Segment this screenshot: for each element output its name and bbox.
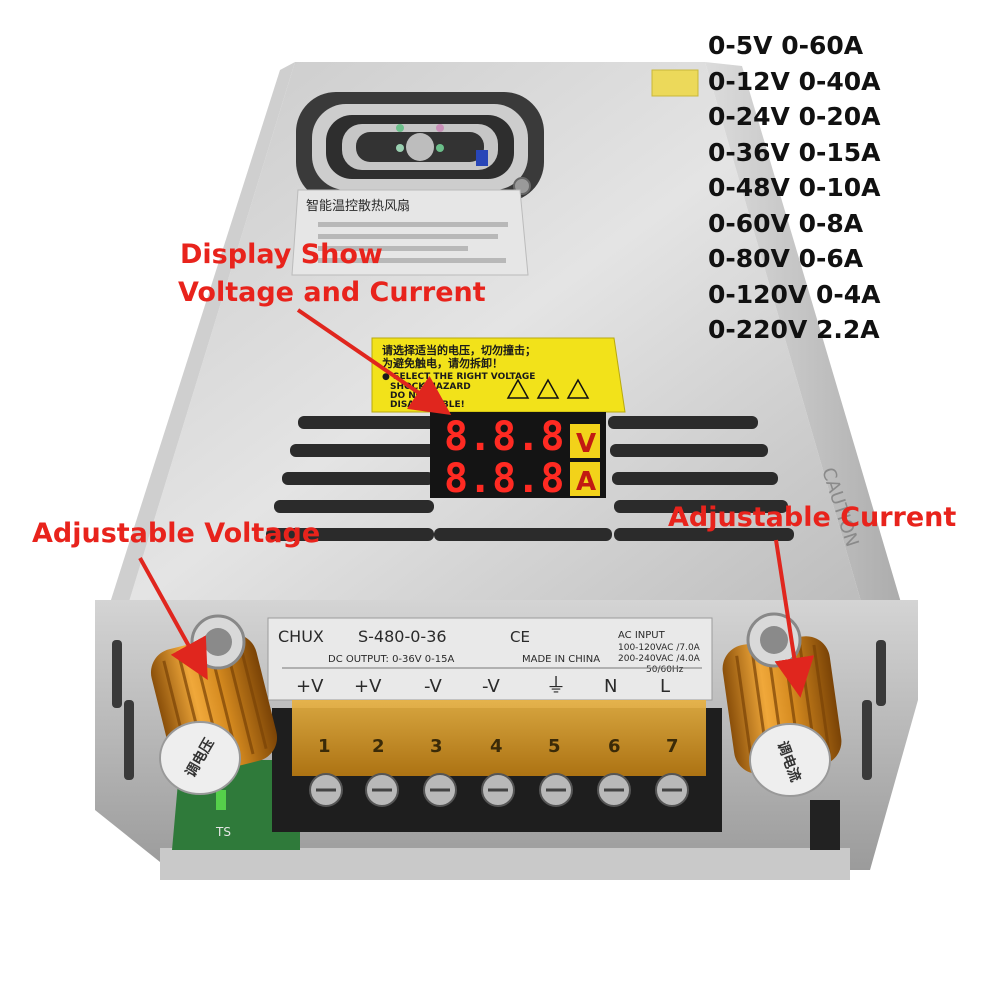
terminal-number: 5: [548, 736, 561, 757]
spec-list: 0-5V 0-60A 0-12V 0-40A 0-24V 0-20A 0-36V…: [708, 28, 881, 348]
ce-mark: CE: [510, 628, 530, 646]
dc-output-label: DC OUTPUT: 0-36V 0-15A: [328, 654, 454, 665]
spec-item: 0-48V 0-10A: [708, 173, 881, 202]
ac-line2: 200-240VAC /4.0A: [618, 654, 701, 664]
terminal-symbols: +V +V -V -V ⏚ N L: [296, 673, 670, 697]
terminal-cover: [292, 700, 706, 776]
voltage-current-display: 8.8.8. 8.8.8. V A: [430, 412, 606, 502]
current-readout: 8.8.8.: [444, 456, 589, 502]
right-side-panel: [705, 62, 918, 660]
spec-item: 0-24V 0-20A: [708, 102, 881, 131]
adjustable-current-label: Adjustable Current: [668, 502, 957, 533]
bracket-slots: [112, 640, 886, 780]
annotation-arrows: [138, 308, 815, 698]
small-sticker: [651, 69, 699, 97]
spec-item: 0-120V 0-4A: [708, 279, 881, 309]
terminal-number: 3: [430, 736, 443, 757]
terminal-number: 2: [372, 736, 385, 757]
warning-line2: 为避免触电，请勿拆卸！: [382, 356, 503, 370]
terminal-number: 6: [608, 736, 621, 757]
nameplate: CHUX S-480-0-36 CE DC OUTPUT: 0-36V 0-15…: [267, 617, 713, 701]
terminal-number: 4: [490, 736, 503, 757]
terminal-symbol: L: [660, 676, 670, 697]
made-in-label: MADE IN CHINA: [522, 654, 600, 665]
no-touch-triangle-icon: [536, 378, 560, 399]
led: [216, 790, 226, 810]
warning-line1: 请选择适当的电压，切勿撞击；: [382, 343, 536, 357]
terminal-symbol: N: [604, 676, 617, 697]
terminal-number: 1: [318, 736, 331, 757]
spec-item: 0-36V 0-15A: [708, 137, 881, 167]
current-unit: A: [576, 467, 596, 497]
voltage-unit: V: [576, 429, 596, 459]
ground-icon: ⏚: [546, 673, 566, 697]
fan-label-title: 智能温控散热风扇: [306, 198, 410, 214]
vent-slots-right: [608, 416, 794, 541]
spec-item: 0-12V 0-40A: [708, 66, 881, 96]
warning-line6: DISASSEMBLE!: [390, 400, 465, 410]
front-bottom-lip: [160, 848, 850, 880]
pcb-label: TS: [215, 825, 231, 839]
warning-triangle-icon: [506, 378, 530, 399]
ac-line3: 50/60Hz: [646, 665, 684, 675]
terminal-symbol: +V: [354, 676, 382, 697]
fan-label-sticker: 智能温控散热风扇: [291, 189, 529, 276]
terminal-number: 7: [666, 736, 679, 757]
display-annotation-line2: Voltage and Current: [178, 277, 486, 308]
spec-item: 0-80V 0-6A: [708, 244, 864, 273]
current-arrow: [774, 539, 815, 698]
display-annotation-line1: Display Show: [180, 239, 383, 270]
terminal-numbers: 1 2 3 4 5 6 7: [318, 736, 679, 757]
ac-line1: 100-120VAC /7.0A: [618, 643, 701, 653]
terminal-symbol: -V: [482, 676, 500, 697]
display-arrow: [296, 308, 452, 416]
adjustable-voltage-label: Adjustable Voltage: [32, 518, 321, 549]
brand-label: CHUX: [278, 627, 324, 646]
terminal-block: 1 2 3 4 5 6 7: [272, 700, 722, 832]
terminal-symbol: -V: [424, 676, 442, 697]
terminal-symbol: +V: [296, 676, 324, 697]
warning-line3: ● SELECT THE RIGHT VOLTAGE: [382, 372, 535, 382]
spec-item: 0-220V 2.2A: [708, 315, 880, 344]
shock-triangle-icon: [566, 378, 590, 399]
vent-slot-center: [434, 528, 612, 541]
spec-item: 0-5V 0-60A: [708, 31, 864, 60]
voltage-arrow: [138, 557, 208, 680]
voltage-readout: 8.8.8.: [444, 414, 589, 460]
spec-item: 0-60V 0-8A: [708, 208, 864, 238]
model-label: S-480-0-36: [358, 627, 447, 646]
vent-slots-left: [266, 416, 438, 541]
warning-label: 请选择适当的电压，切勿撞击； 为避免触电，请勿拆卸！ ● SELECT THE …: [371, 337, 626, 413]
fan-grille: [296, 92, 544, 202]
connector: [810, 800, 840, 850]
ac-input-label: AC INPUT: [618, 630, 666, 641]
left-side-panel: [95, 62, 295, 650]
